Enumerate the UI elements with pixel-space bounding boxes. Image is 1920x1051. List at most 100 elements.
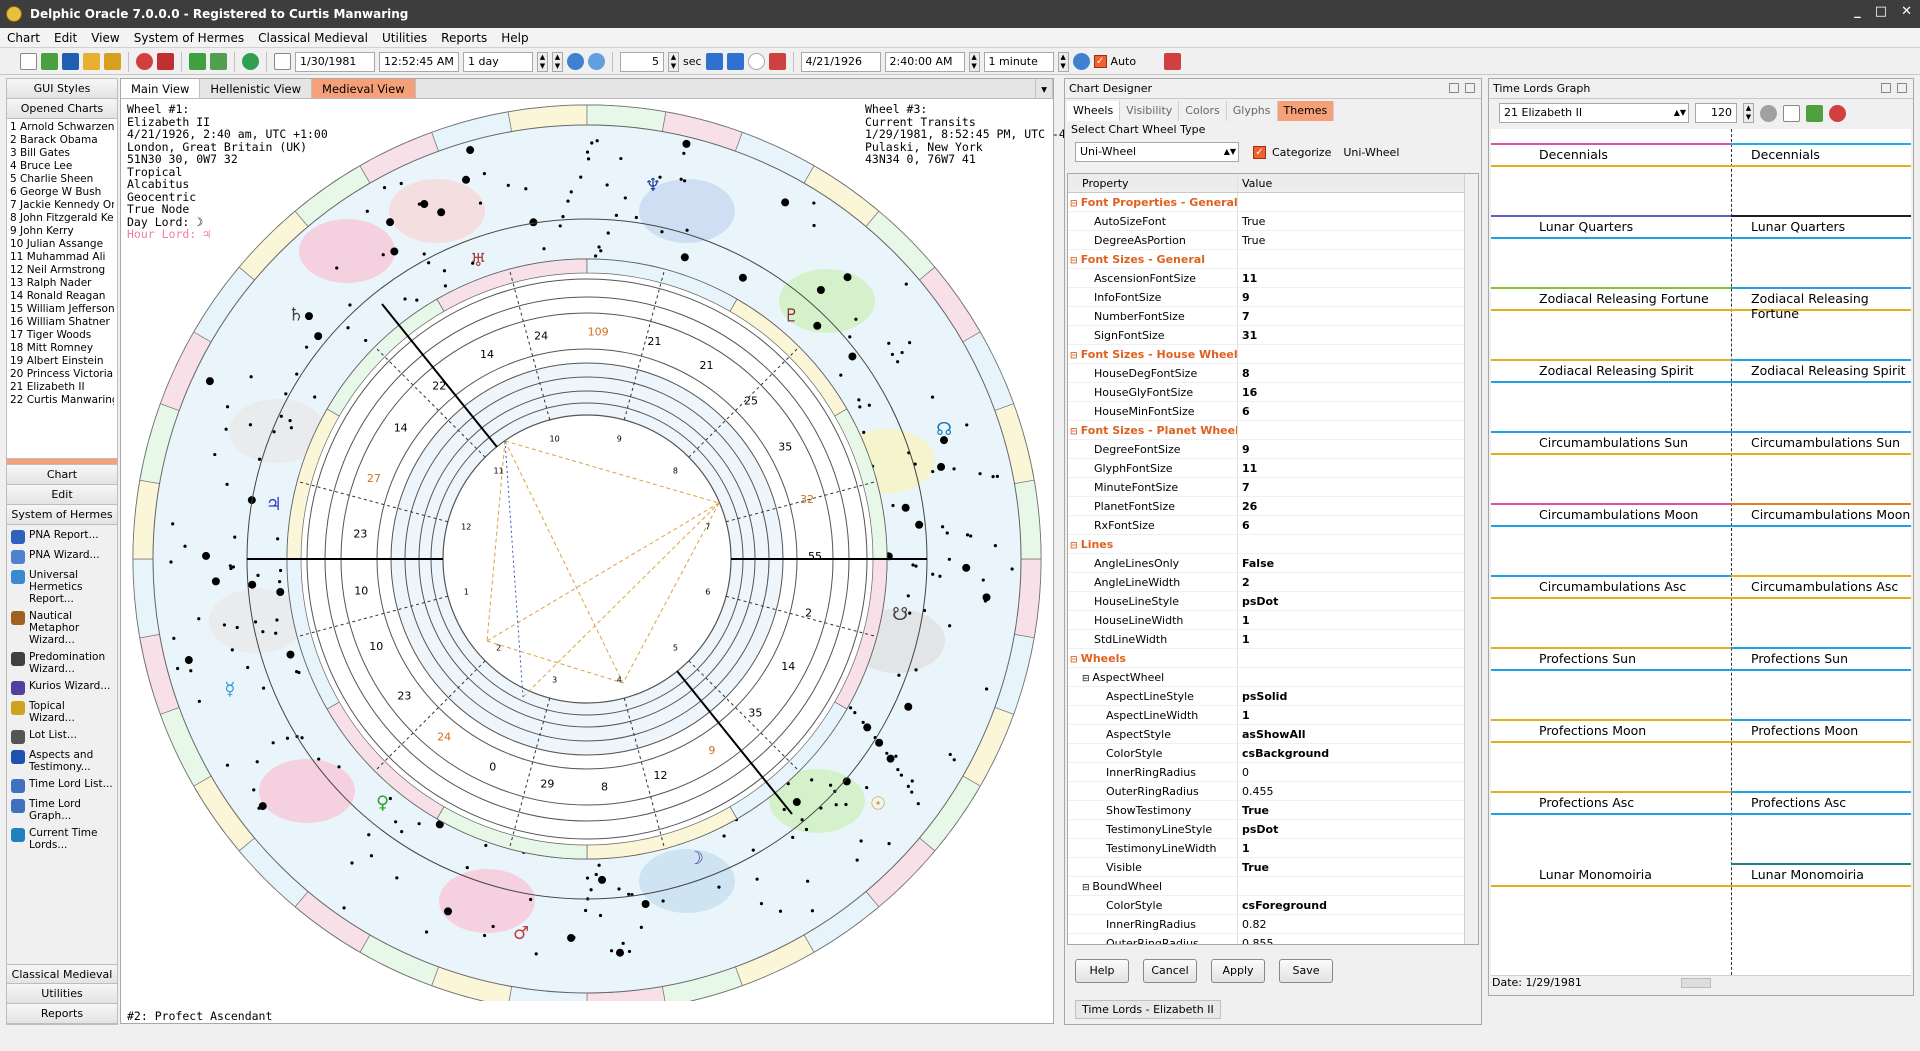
property-value[interactable]: 1: [1238, 630, 1478, 649]
collapse-icon[interactable]: ⊟: [1070, 541, 1081, 551]
wizard-item[interactable]: Topical Wizard...: [11, 700, 113, 724]
property-value[interactable]: 8: [1238, 364, 1478, 383]
property-row[interactable]: ⊟ AspectWheel: [1068, 668, 1478, 687]
section-system-of-hermes[interactable]: System of Hermes: [7, 505, 117, 525]
property-value[interactable]: 9: [1238, 288, 1478, 307]
delete-chart-icon[interactable]: [157, 53, 174, 70]
property-value[interactable]: 1: [1238, 611, 1478, 630]
tl-zoom-spinner[interactable]: ▲▼: [1743, 103, 1754, 123]
property-value[interactable]: [1238, 877, 1478, 896]
tl-gray-icon[interactable]: [1760, 104, 1777, 122]
chart-list-item[interactable]: 8 John Fitzgerald Kenr: [10, 212, 114, 224]
property-row[interactable]: ⊟ Lines: [1068, 535, 1478, 554]
property-value[interactable]: 0.855: [1238, 934, 1478, 944]
cancel2-icon[interactable]: [1164, 53, 1182, 70]
globe-icon[interactable]: [242, 53, 259, 70]
chart-list-item[interactable]: 4 Bruce Lee: [10, 160, 73, 172]
help-button[interactable]: Help: [1075, 959, 1129, 983]
property-value[interactable]: False: [1238, 554, 1478, 573]
open-folder-icon[interactable]: [83, 53, 100, 70]
property-value[interactable]: asShowAll: [1238, 725, 1478, 744]
wizard-item[interactable]: Nautical Metaphor Wizard...: [11, 610, 113, 646]
property-value[interactable]: True: [1238, 231, 1478, 250]
property-value[interactable]: [1238, 535, 1478, 554]
property-value[interactable]: csBackground: [1238, 744, 1478, 763]
collapse-icon[interactable]: ⊟: [1070, 655, 1081, 665]
wizard-item[interactable]: Aspects and Testimony...: [11, 749, 113, 773]
section-reports[interactable]: Reports: [7, 1004, 117, 1024]
property-scrollbar[interactable]: [1464, 174, 1478, 944]
tab-colors[interactable]: Colors: [1179, 101, 1227, 121]
property-value[interactable]: 0.82: [1238, 915, 1478, 934]
property-value[interactable]: 7: [1238, 307, 1478, 326]
arrow-up-icon[interactable]: [705, 53, 723, 70]
step1-arrows[interactable]: ▲▼: [552, 51, 563, 72]
property-value[interactable]: psSolid: [1238, 687, 1478, 706]
tl-page-icon[interactable]: [1783, 104, 1800, 122]
property-value[interactable]: 6: [1238, 516, 1478, 535]
chart-wheel-icon[interactable]: [136, 53, 153, 70]
tl-close-icon[interactable]: [1897, 83, 1907, 93]
property-value[interactable]: [1238, 668, 1478, 687]
stop-circle-icon[interactable]: [747, 53, 765, 70]
menu-utilities[interactable]: Utilities: [382, 30, 428, 45]
collapse-icon[interactable]: ⊟: [1082, 883, 1093, 893]
chart-list-item[interactable]: 14 Ronald Reagan: [10, 290, 106, 302]
property-row[interactable]: ⊟ Font Sizes - General: [1068, 250, 1478, 269]
property-value[interactable]: 26: [1238, 497, 1478, 516]
chart-list-item[interactable]: 19 Albert Einstein: [10, 355, 104, 367]
date1-input[interactable]: [295, 51, 375, 72]
property-value[interactable]: [1238, 345, 1478, 364]
section-classical-medieval[interactable]: Classical Medieval: [7, 964, 117, 984]
categorize-checkbox[interactable]: ✓: [1253, 145, 1266, 159]
chart-list-item[interactable]: 12 Neil Armstrong: [10, 264, 106, 276]
wheel-type-select[interactable]: Uni-Wheel ▲▼: [1075, 142, 1239, 162]
gui-styles-button[interactable]: GUI Styles: [7, 79, 117, 99]
wizard-item[interactable]: PNA Report...: [11, 529, 113, 544]
chart-list-item[interactable]: 9 John Kerry: [10, 225, 74, 237]
property-value[interactable]: 11: [1238, 269, 1478, 288]
chart-list-item[interactable]: 18 Mitt Romney: [10, 342, 94, 354]
collapse-icon[interactable]: ⊟: [1082, 674, 1093, 684]
tab-dropdown-icon[interactable]: ▾: [1035, 79, 1053, 98]
save-icon[interactable]: [62, 53, 79, 70]
property-row[interactable]: ⊟ Wheels: [1068, 649, 1478, 668]
menu-system-of-hermes[interactable]: System of Hermes: [133, 30, 245, 45]
tab-glyphs[interactable]: Glyphs: [1227, 101, 1278, 121]
step2-input[interactable]: [983, 51, 1054, 72]
time2-spinner[interactable]: ▲▼: [968, 51, 980, 72]
chart-list-item[interactable]: 21 Elizabeth II: [10, 381, 85, 393]
property-value[interactable]: psDot: [1238, 592, 1478, 611]
property-value[interactable]: csForeground: [1238, 896, 1478, 915]
chart-list-item[interactable]: 2 Barack Obama: [10, 134, 98, 146]
wizard-item[interactable]: Current Time Lords...: [11, 827, 113, 851]
property-value[interactable]: [1238, 250, 1478, 269]
close-icon[interactable]: ✕: [1901, 4, 1912, 19]
tl-target-icon[interactable]: [1829, 104, 1846, 122]
interval-input[interactable]: [620, 51, 664, 72]
tl-zoom-input[interactable]: 120: [1695, 103, 1737, 123]
cancel-icon[interactable]: [768, 53, 786, 70]
menu-chart[interactable]: Chart: [7, 30, 40, 45]
check-icon[interactable]: [189, 53, 206, 70]
wizard-item[interactable]: Kurios Wizard...: [11, 680, 113, 695]
collapse-icon[interactable]: ⊟: [1070, 256, 1081, 266]
tab-hellenistic-view[interactable]: Hellenistic View: [200, 79, 313, 98]
menu-help[interactable]: Help: [501, 30, 529, 45]
property-value[interactable]: 31: [1238, 326, 1478, 345]
panel-close-icon[interactable]: [1465, 83, 1475, 93]
folder-icon[interactable]: [104, 53, 121, 70]
chart-list-item[interactable]: 17 Tiger Woods: [10, 329, 92, 341]
collapse-icon[interactable]: ⊟: [1070, 351, 1081, 361]
